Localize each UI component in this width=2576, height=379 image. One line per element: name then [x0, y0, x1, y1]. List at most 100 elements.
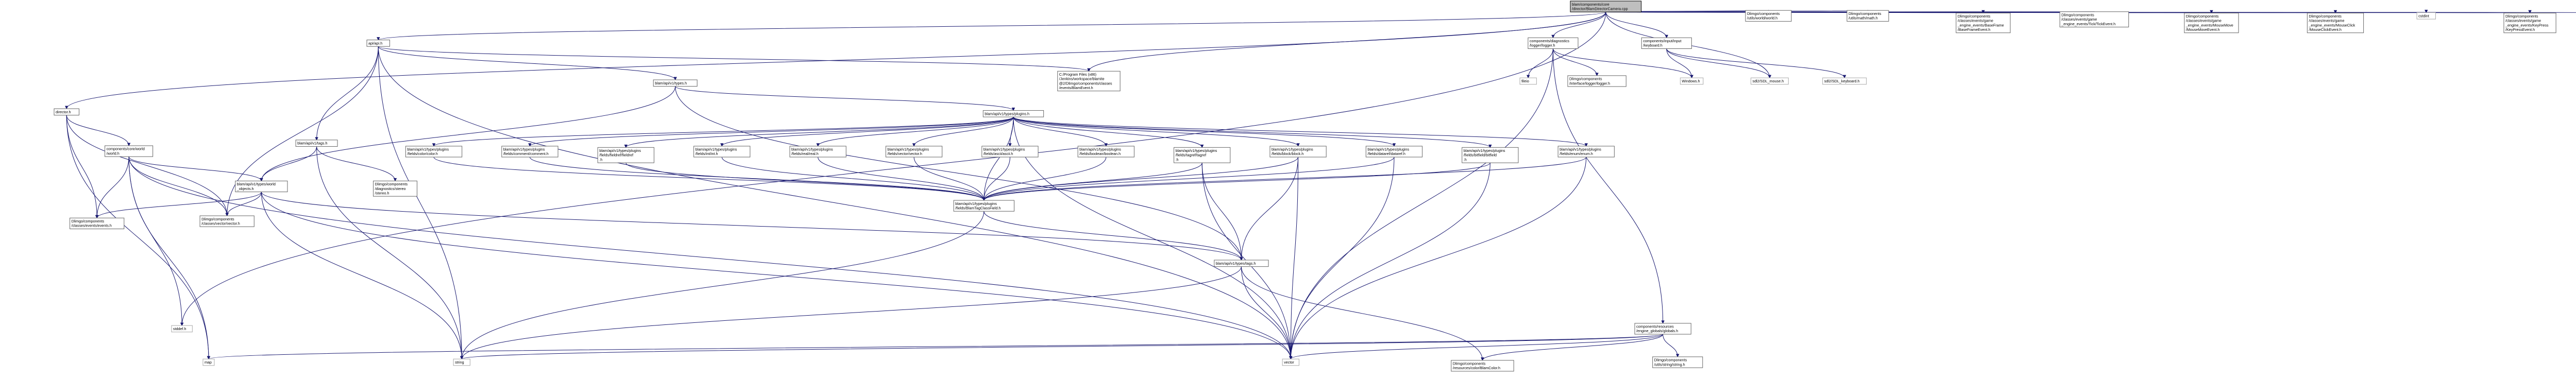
edge-line	[66, 115, 209, 359]
node-f_comment[interactable]: blam/api/v1/types/plugins/fields/comment…	[501, 146, 558, 158]
node-label-line: blam/api/v1/types/plugins	[1560, 147, 1601, 152]
node-dlg_events[interactable]: Dlimgo/components/classes/events/events.…	[70, 217, 125, 229]
edge-line	[261, 192, 462, 359]
edge-line	[1290, 157, 1587, 359]
node-ev_mouseclick[interactable]: Dlimgo/components/classes/events/game_en…	[2307, 12, 2364, 33]
node-box	[1956, 12, 2011, 33]
node-box	[70, 217, 125, 229]
node-director[interactable]: director.h	[54, 108, 79, 116]
edge-line	[128, 157, 1291, 359]
node-dlg_stereo[interactable]: Dlimgo/components/diagnostics/stereo/ste…	[373, 180, 417, 197]
node-inputkb[interactable]: components/input/input/keyboard.h	[1641, 37, 1692, 49]
edge-arrowhead	[982, 197, 986, 201]
node-label-line: /classes/events/game	[2061, 17, 2097, 22]
node-f_boolean[interactable]: blam/api/v1/types/plugins/fields/boolean…	[1077, 146, 1134, 158]
node-apiv1types[interactable]: blam/api/v1/types.h	[653, 79, 698, 87]
node-label-line: cstdint	[2418, 13, 2429, 18]
node-map: map	[202, 358, 215, 366]
node-label-line: /fields/block/block.h	[1272, 151, 1303, 156]
node-label-line: components/resources	[1636, 324, 1674, 329]
node-label-line: /director/BlamDirectorCamera.cpp	[1572, 6, 1628, 11]
node-ev_tick[interactable]: Dlimgo/components/classes/events/game_en…	[2059, 11, 2129, 28]
edge-line	[1552, 12, 1606, 38]
node-util_math[interactable]: Dlimgo/components/utils/math/math.h	[1846, 10, 1889, 22]
edge-line	[1290, 157, 1299, 359]
node-f_vector[interactable]: blam/api/v1/types/plugins/fields/vector/…	[885, 146, 943, 158]
node-dlg_logger[interactable]: Dlimgo/components/interface/logger/logge…	[1567, 75, 1626, 87]
node-f_ascii[interactable]: blam/api/v1/types/plugins/fields/ascii/a…	[981, 146, 1039, 158]
node-label-line: Windows.h	[1682, 79, 1700, 83]
edge-line	[1013, 117, 1291, 359]
node-f_enum[interactable]: blam/api/v1/types/plugins/fields/enum/en…	[1557, 146, 1615, 158]
node-root[interactable]: blam/components/core/director/BlamDirect…	[1570, 1, 1642, 12]
node-ev_mousemove[interactable]: Dlimgo/components/classes/events/game_en…	[2184, 12, 2239, 33]
node-f_int[interactable]: blam/api/v1/types/plugins/fields/int/int…	[693, 146, 751, 158]
node-label-line: components/diagnostics	[1530, 39, 1570, 43]
node-label-line: Dlimgo/components	[375, 182, 408, 186]
edge-arrowhead	[912, 143, 916, 147]
node-util_world[interactable]: Dlimgo/components/utils/world/world.h	[1745, 10, 1792, 22]
node-tags[interactable]: blam/api/v1/tags.h	[295, 140, 338, 147]
node-label-line: blam/api/v1/types/plugins	[1464, 148, 1505, 153]
edge-line	[984, 157, 1107, 201]
edge-arrowhead	[1661, 320, 1665, 324]
edge-arrowhead	[1240, 257, 1243, 261]
edge-root-to-inputkb	[1605, 12, 1668, 39]
node-apiapi[interactable]: api/api.h	[366, 40, 390, 47]
node-dlg_string[interactable]: Dlimgo/components/utils/string/string.h	[1652, 356, 1703, 368]
node-label-line: /fields/color/color.h	[407, 151, 438, 156]
edge-arrowhead	[432, 143, 436, 147]
node-label-line: blam/components/core	[1572, 2, 1609, 7]
node-f_block[interactable]: blam/api/v1/types/plugins/fields/block/b…	[1269, 146, 1327, 158]
node-f_dataref[interactable]: blam/api/v1/types/plugins/fields/dataref…	[1365, 146, 1423, 158]
node-pluginsh[interactable]: blam/api/v1/types/plugins.h	[982, 110, 1044, 117]
node-sdl_kb: sdl2/SDL_keyboard.h	[1822, 77, 1867, 85]
node-label-line: Dlimgo/components	[2505, 14, 2538, 19]
node-tagsh[interactable]: blam/api/v1/types/tags.h	[1214, 260, 1269, 267]
edge-worldh-to-worldobj	[128, 156, 263, 182]
edge-line	[529, 116, 1014, 147]
edge-pluginsh-to-f_color	[432, 116, 1014, 147]
edge-line	[625, 116, 1014, 148]
edge-f_bitfield-to-tagclass	[982, 162, 1490, 201]
edge-f_real-to-tagclass	[818, 157, 986, 201]
edge-line	[66, 115, 228, 216]
edge-line	[984, 211, 1242, 261]
node-label-line: api/api.h	[368, 41, 382, 45]
edge-resglobals-to-map	[207, 334, 1664, 360]
node-worldobj[interactable]: blam/api/v1/types/world_objects.h	[235, 180, 288, 193]
node-tagclass[interactable]: blam/api/v1/types/plugins/fields/BlamTag…	[953, 200, 1014, 212]
edge-arrowhead	[1584, 143, 1588, 147]
edge-pluginsh-to-f_real	[816, 116, 1014, 147]
edge-arrowhead	[816, 143, 820, 147]
edge-line	[378, 46, 1291, 359]
node-dlg_color[interactable]: Dlimgo/components/resources/color/BlamCo…	[1451, 360, 1514, 372]
node-ev_baseframe[interactable]: Dlimgo/components/classes/events/game_en…	[1956, 12, 2011, 33]
node-progfiles[interactable]: C:/Program Files (x86)/Jenkins/workspace…	[1057, 71, 1121, 92]
node-resglobals[interactable]: components/resources/engine_globals/glob…	[1634, 323, 1691, 335]
edge-apiv1types-to-pluginsh	[675, 86, 1015, 111]
node-ev_keypress[interactable]: Dlimgo/components/classes/events/game_en…	[2503, 12, 2556, 33]
node-label-line: /diagnostics/stereo	[375, 186, 406, 191]
node-label-line: /fields/fieldref/fieldref	[599, 153, 633, 158]
edge-line	[1666, 48, 1845, 78]
edge-line	[66, 12, 1606, 109]
node-f_real[interactable]: blam/api/v1/types/plugins/fields/real/re…	[789, 146, 846, 158]
edge-diaglogger-to-resglobals	[1552, 48, 1665, 324]
node-f_tagref[interactable]: blam/api/v1/types/plugins/fields/tagref/…	[1174, 147, 1231, 163]
edge-f_boolean-to-tagclass	[982, 157, 1107, 201]
node-f_fieldref[interactable]: blam/api/v1/types/plugins/fields/fieldre…	[597, 147, 654, 163]
node-worldh[interactable]: components/core/world/world.h	[105, 145, 154, 157]
edge-arrowhead	[2210, 10, 2213, 14]
node-diaglogger[interactable]: components/diagnostics/logger/logger.h	[1528, 37, 1579, 49]
node-dlg_vector[interactable]: Dlimgo/components/classes/vector/vector.…	[199, 215, 255, 227]
node-f_color[interactable]: blam/api/v1/types/plugins/fields/color/c…	[405, 146, 463, 158]
edge-pluginsh-to-f_vector	[912, 116, 1014, 147]
node-box	[1519, 77, 1537, 85]
node-f_bitfield[interactable]: blam/api/v1/types/plugins/fields/bitfiel…	[1462, 147, 1519, 163]
node-label-line: Dlimgo/components	[2309, 14, 2342, 19]
edge-line	[1088, 12, 1606, 72]
edge-arrowhead	[315, 137, 318, 141]
node-label-line: Dlimgo/components	[72, 219, 105, 223]
node-label-line: /fields/real/real.h	[791, 151, 819, 156]
